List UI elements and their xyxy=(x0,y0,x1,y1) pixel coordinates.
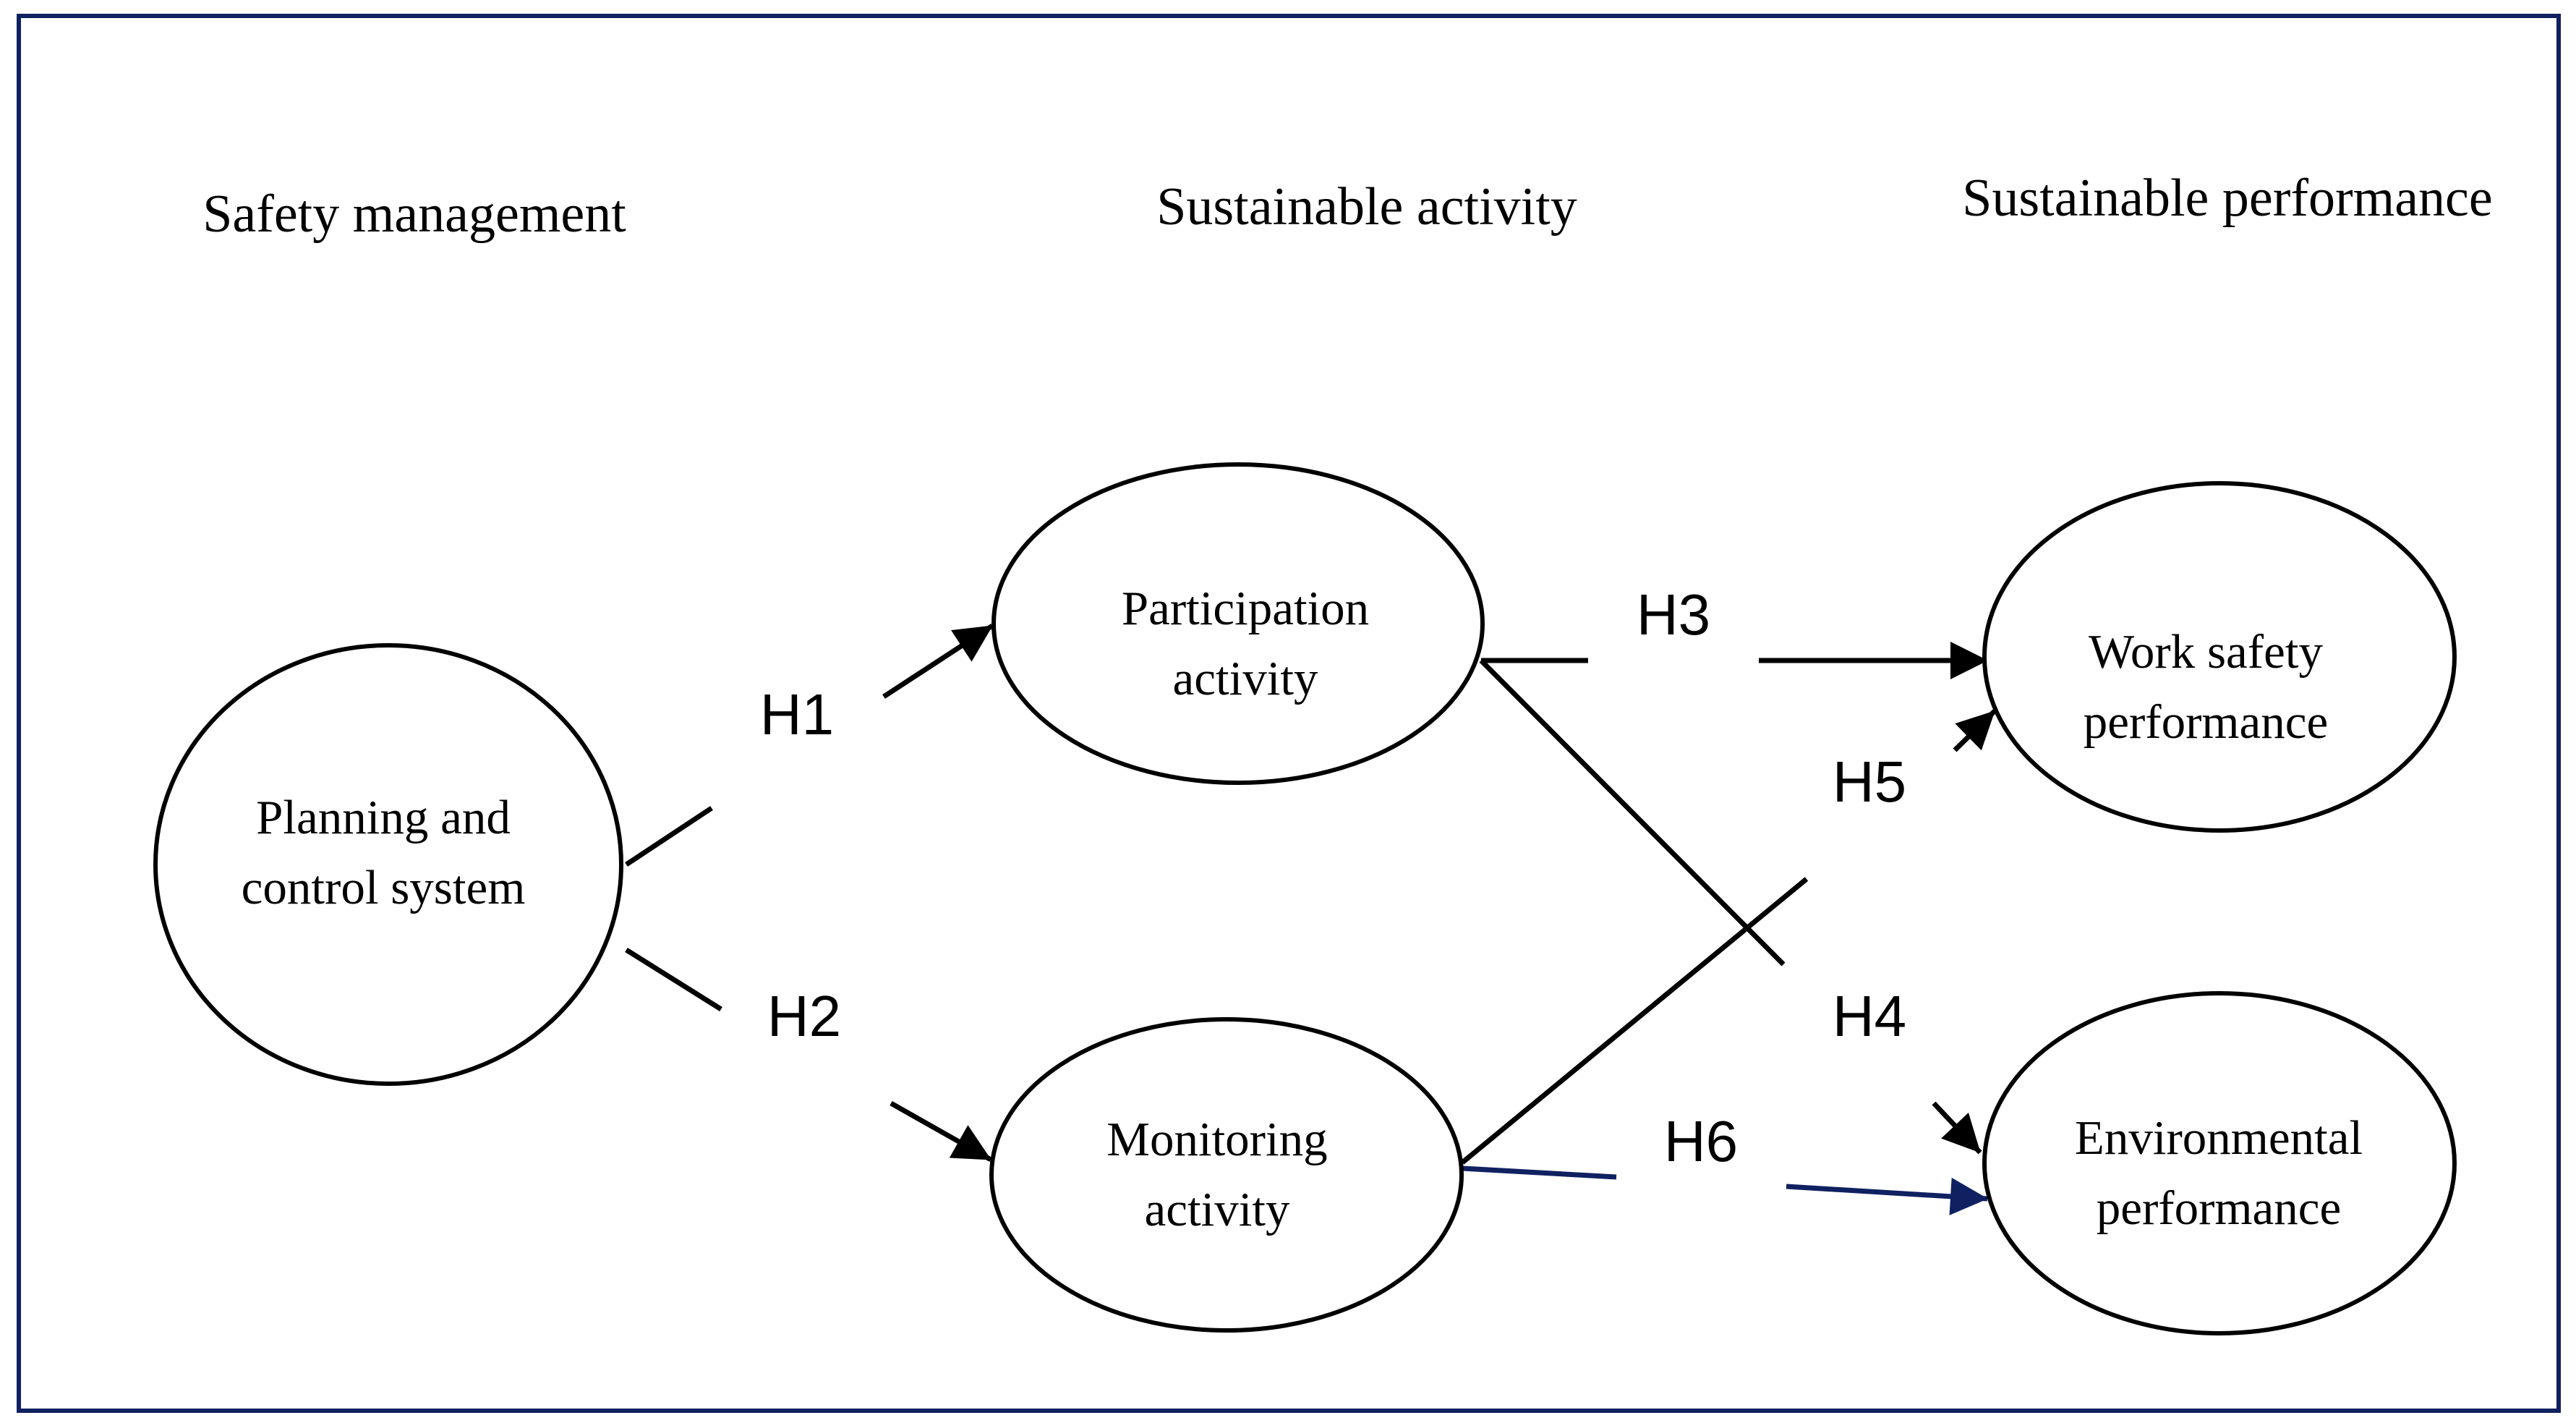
path-h4-tail xyxy=(1479,658,1786,967)
path-h2-tail xyxy=(625,948,722,1011)
node-participation-line1: Participation xyxy=(1122,582,1369,635)
header-safety-management: Safety management xyxy=(202,184,626,244)
path-h4-label: H4 xyxy=(1833,984,1906,1048)
path-h6-label: H6 xyxy=(1664,1109,1738,1173)
node-monitoring-line1: Monitoring xyxy=(1106,1113,1327,1166)
path-h1-label: H1 xyxy=(760,682,834,747)
node-work-safety-line2: performance xyxy=(2084,695,2329,749)
header-sustainable-performance: Sustainable performance xyxy=(1962,169,2493,228)
path-h2-label: H2 xyxy=(767,984,841,1048)
diagram-frame xyxy=(17,14,2561,1413)
node-environmental-performance: Environmental performance xyxy=(1982,991,2457,1335)
header-sustainable-activity: Sustainable activity xyxy=(1156,177,1577,237)
path-h2-arrow xyxy=(890,1100,992,1163)
path-h6-arrow xyxy=(1786,1177,1988,1215)
node-environmental-line2: performance xyxy=(2097,1181,2342,1235)
path-h4-arrow xyxy=(1932,1101,1982,1155)
node-work-safety-line1: Work safety xyxy=(2089,625,2323,679)
path-h1-arrow xyxy=(882,624,994,699)
node-participation-line2: activity xyxy=(1173,652,1318,705)
node-monitoring-activity: Monitoring activity xyxy=(989,1017,1464,1333)
node-environmental-line1: Environmental xyxy=(2075,1111,2363,1165)
path-h5-label: H5 xyxy=(1833,749,1906,814)
node-planning-control: Planning and control system xyxy=(153,643,623,1086)
node-work-safety-performance: Work safety performance xyxy=(1982,481,2457,833)
node-planning-control-line2: control system xyxy=(242,861,526,914)
path-h5-arrow xyxy=(1953,709,1997,752)
path-h1-tail xyxy=(625,806,713,867)
node-planning-control-line1: Planning and xyxy=(256,791,511,844)
path-h5-tail xyxy=(1460,877,1809,1165)
path-h3-label: H3 xyxy=(1637,582,1710,647)
node-monitoring-line2: activity xyxy=(1145,1183,1290,1236)
path-h6-tail xyxy=(1462,1165,1617,1180)
node-participation-activity: Participation activity xyxy=(991,462,1485,785)
